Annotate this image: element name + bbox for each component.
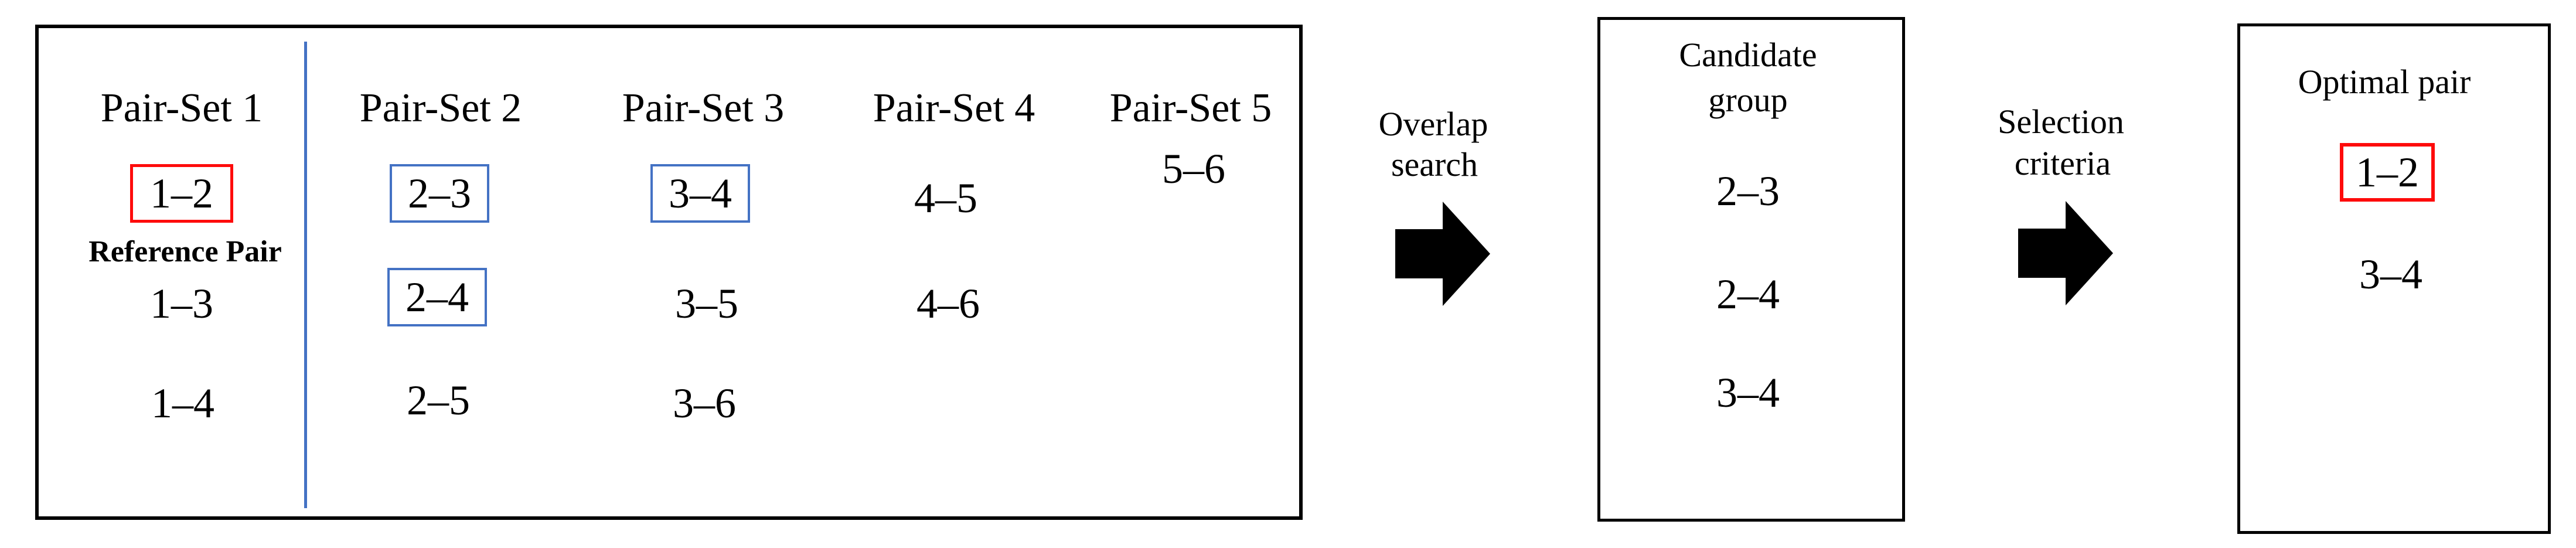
pair-sets-panel: Pair-Set 1 1–2 Reference Pair 1–3 1–4 Pa… (35, 25, 1303, 520)
pair-3-6: 3–6 (673, 380, 736, 427)
pair-2-5: 2–5 (407, 377, 470, 424)
pair-4-6: 4–6 (916, 280, 980, 327)
pair-3-5: 3–5 (675, 280, 738, 327)
pairset-2-title: Pair-Set 2 (359, 86, 522, 131)
candidate-highlight-box-2-3: 2–3 (390, 164, 489, 223)
optimal-pair-title: Optimal pair (2298, 63, 2471, 101)
overlap-search-label-line2: search (1391, 145, 1478, 183)
pair-1-4: 1–4 (151, 380, 214, 427)
pair-1-2: 1–2 (150, 169, 213, 217)
reference-pair-highlight-box: 1–2 (130, 164, 233, 223)
pair-5-6: 5–6 (1162, 145, 1225, 192)
reference-pair-caption: Reference Pair (88, 235, 282, 268)
candidate-group-title-line2: group (1708, 81, 1788, 119)
pairset-1-title: Pair-Set 1 (100, 86, 263, 131)
overlap-search-label-line1: Overlap (1378, 105, 1488, 143)
optimal-pair-1-2: 1–2 (2356, 148, 2419, 196)
selection-criteria-arrow-icon (2018, 201, 2113, 305)
pair-3-4: 3–4 (669, 169, 732, 217)
candidate-group-title-line1: Candidate (1679, 36, 1817, 74)
pairset-4-title: Pair-Set 4 (873, 86, 1035, 131)
pairset-5-title: Pair-Set 5 (1109, 86, 1272, 131)
pair-2-3: 2–3 (408, 169, 471, 217)
reference-set-divider-line (304, 42, 307, 508)
optimal-pair-3-4: 3–4 (2359, 251, 2422, 298)
selection-criteria-label-line2: criteria (2014, 144, 2111, 182)
pair-2-4: 2–4 (406, 273, 469, 321)
pair-1-3: 1–3 (150, 280, 213, 327)
candidate-highlight-box-2-4: 2–4 (387, 268, 487, 326)
overlap-search-arrow-icon (1395, 202, 1490, 306)
optimal-pair-panel: Optimal pair 1–2 3–4 (2237, 23, 2551, 534)
candidate-pair-2-3: 2–3 (1716, 168, 1780, 215)
candidate-group-panel: Candidate group 2–3 2–4 3–4 (1597, 17, 1905, 522)
optimal-pair-highlight-box: 1–2 (2340, 143, 2435, 202)
candidate-highlight-box-3-4: 3–4 (650, 164, 750, 223)
candidate-pair-3-4: 3–4 (1716, 369, 1780, 416)
pair-4-5: 4–5 (914, 175, 977, 222)
candidate-pair-2-4: 2–4 (1716, 271, 1780, 318)
pairset-3-title: Pair-Set 3 (622, 86, 785, 131)
selection-criteria-label-line1: Selection (1998, 103, 2124, 141)
